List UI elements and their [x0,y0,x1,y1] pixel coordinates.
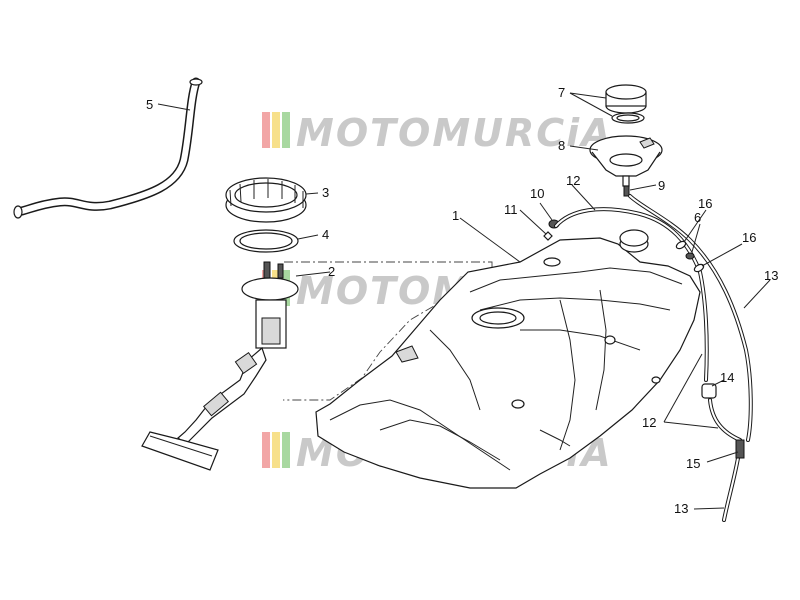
label-13a: 13 [764,268,778,283]
label-2: 2 [328,264,335,279]
label-14: 14 [720,370,734,385]
label-11: 11 [504,202,518,217]
part-14-inline-filter [701,383,717,399]
watermark-stripe-red [262,432,270,468]
label-3: 3 [322,185,329,200]
watermark-top: MOTOMURCiA [262,111,613,155]
part-8-filler-cup [589,135,663,187]
part-3-locking-ring [225,177,307,223]
label-7: 7 [558,85,565,100]
leader-lines [157,92,771,510]
watermark-stripe-green [282,432,290,468]
part-5-vent-hose [13,77,203,219]
part-12-hose [554,207,742,442]
label-12b: 12 [642,415,656,430]
part-6-clamp [685,252,695,260]
part-1-fuel-tank [315,229,701,489]
watermark-text: MOTOMURCiA [296,111,613,155]
label-9: 9 [658,178,665,193]
part-15-connector [735,439,745,459]
part-2-fuel-pump [141,261,299,471]
label-16a: 16 [698,196,712,211]
label-16b: 16 [742,230,756,245]
part-13-hose [628,194,753,522]
label-10: 10 [530,186,544,201]
label-4: 4 [322,227,329,242]
label-6: 6 [694,210,701,225]
callout-labels: 5 1 2 3 4 7 8 9 10 11 12 16 6 16 13 14 1… [146,85,778,516]
label-13b: 13 [674,501,688,516]
watermark-stripe-red [262,112,270,148]
watermark-stripe-green [282,112,290,148]
label-5: 5 [146,97,153,112]
label-8: 8 [558,138,565,153]
part-16-clamp-upper [675,240,687,250]
part-4-seal [233,229,299,253]
part-7-filler-cap [605,84,647,124]
part-9-breather-fitting [623,185,630,197]
watermark-stripe-yellow [272,112,280,148]
label-15: 15 [686,456,700,471]
label-1: 1 [452,208,459,223]
watermark-stripe-yellow [272,432,280,468]
assembly-guide-line [283,261,493,401]
label-12a: 12 [566,173,580,188]
